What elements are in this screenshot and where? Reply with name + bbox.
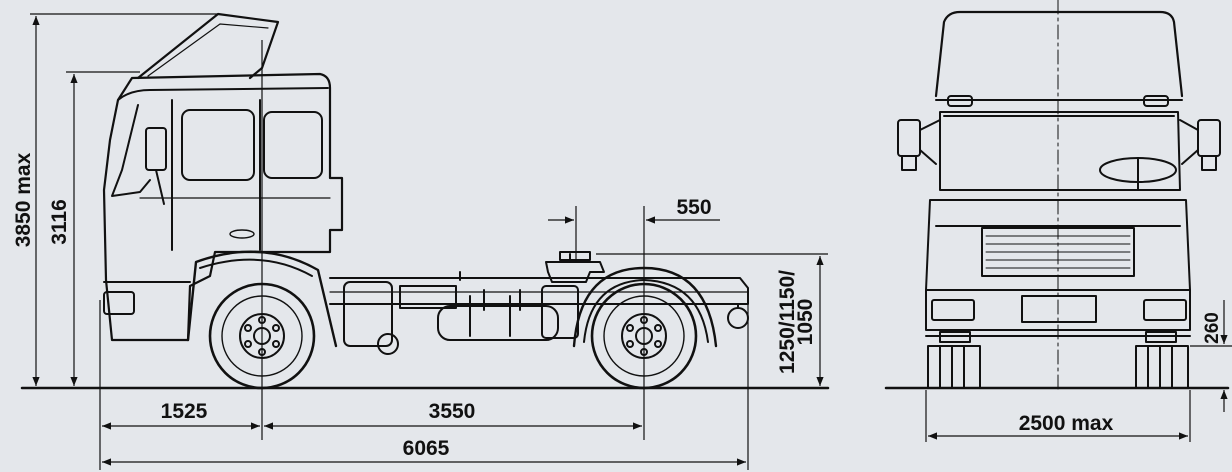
- fifth-wheel: [545, 261, 605, 283]
- dim-overall-height: 3850 max: [12, 152, 35, 247]
- side-view: [20, 12, 830, 390]
- cab-window-2: [263, 111, 323, 179]
- front-tire-left: [927, 345, 981, 389]
- cab-window-1: [181, 109, 255, 181]
- front-spoiler: [934, 10, 1184, 98]
- dim-overall-width: 2500 max: [1019, 412, 1114, 435]
- front-wheel-arch: [186, 250, 338, 348]
- dim-coupling-height-2: 1050: [794, 299, 817, 346]
- front-grille: [981, 227, 1135, 277]
- cab-body: [102, 72, 344, 342]
- dim-front-overhang: 1525: [161, 400, 208, 423]
- front-tire-right: [1135, 345, 1189, 389]
- dim-overall-length: 6065: [403, 437, 450, 460]
- dim-wheelbase: 3550: [429, 400, 476, 423]
- dim-cab-height: 3116: [48, 199, 71, 245]
- windshield: [111, 104, 151, 197]
- dim-fifth-wheel-offset: 550: [676, 196, 711, 219]
- roof-spoiler: [136, 12, 280, 80]
- dim-coupling-height: 1250/1150/: [776, 270, 799, 374]
- front-view: [884, 0, 1230, 391]
- side-dimension-lines: [30, 13, 828, 470]
- front-windshield: [939, 111, 1181, 191]
- side-mirror: [145, 127, 167, 171]
- headlight: [103, 291, 135, 315]
- front-bumper: [925, 289, 1191, 331]
- chassis-frame: [329, 277, 749, 305]
- front-mirror-left: [897, 119, 921, 157]
- front-mirror-right: [1197, 119, 1221, 157]
- dim-ground-clearance: 260: [1202, 312, 1223, 344]
- front-dimension-lines: [925, 300, 1232, 442]
